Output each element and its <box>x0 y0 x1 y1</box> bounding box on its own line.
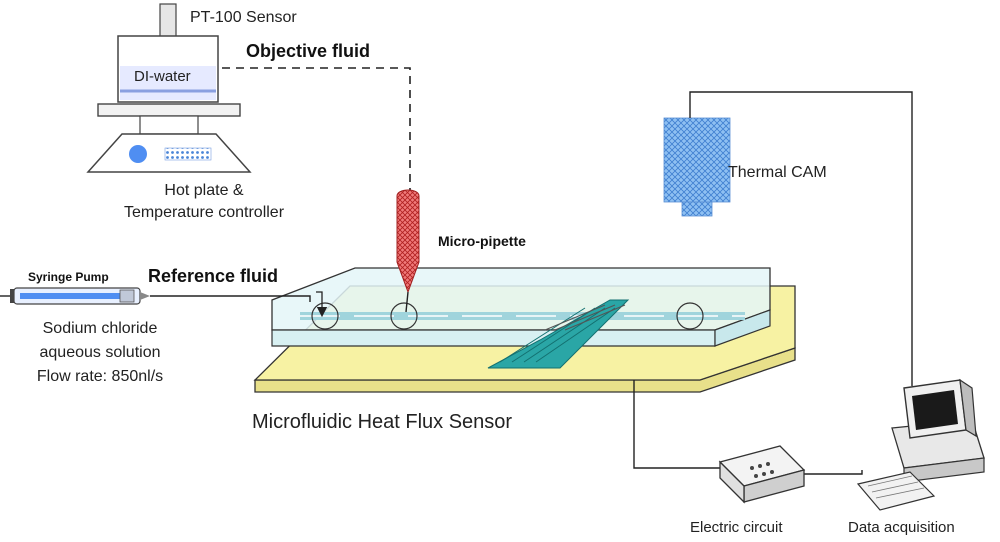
sensor-title: Microfluidic Heat Flux Sensor <box>252 411 513 433</box>
circuit-cable <box>800 470 863 475</box>
inlet-arrow <box>316 291 328 318</box>
di-water-label: DI-water <box>134 68 191 85</box>
thermal-cam-label: Thermal CAM <box>728 164 827 181</box>
solution-label-line1: Sodium chloride <box>42 320 158 337</box>
keyboard-icon <box>856 471 936 511</box>
micro-pipette-label: Micro-pipette <box>438 233 526 249</box>
hot-plate-icon <box>86 103 252 173</box>
objective-fluid-label: Objective fluid <box>246 41 371 61</box>
objective-fluid-line <box>222 67 411 194</box>
sensor-cable <box>633 380 732 469</box>
beaker-icon <box>117 35 219 103</box>
microfluidic-chip <box>271 267 771 347</box>
reference-fluid-label: Reference fluid <box>148 266 279 286</box>
camera-cable <box>689 91 913 386</box>
solution-label-line2: aqueous solution <box>39 344 161 361</box>
micro-pipette-icon <box>396 189 420 313</box>
data-acquisition-label: Data acquisition <box>848 519 955 536</box>
pt100-label: PT-100 Sensor <box>190 9 297 26</box>
hot-plate-label-line2: Temperature controller <box>123 204 285 221</box>
electric-circuit-icon <box>718 445 806 504</box>
reference-fluid-line <box>150 295 311 302</box>
heat-flux-strip <box>487 299 630 369</box>
computer-icon <box>891 378 985 483</box>
syringe-pump-label: Syringe Pump <box>28 270 109 284</box>
thermal-camera-icon <box>663 117 731 217</box>
electric-circuit-label: Electric circuit <box>690 519 783 536</box>
flow-rate-label: Flow rate: 850nl/s <box>36 368 164 385</box>
hot-plate-label-line1: Hot plate & <box>164 182 244 199</box>
syringe-pump-icon <box>0 287 150 305</box>
